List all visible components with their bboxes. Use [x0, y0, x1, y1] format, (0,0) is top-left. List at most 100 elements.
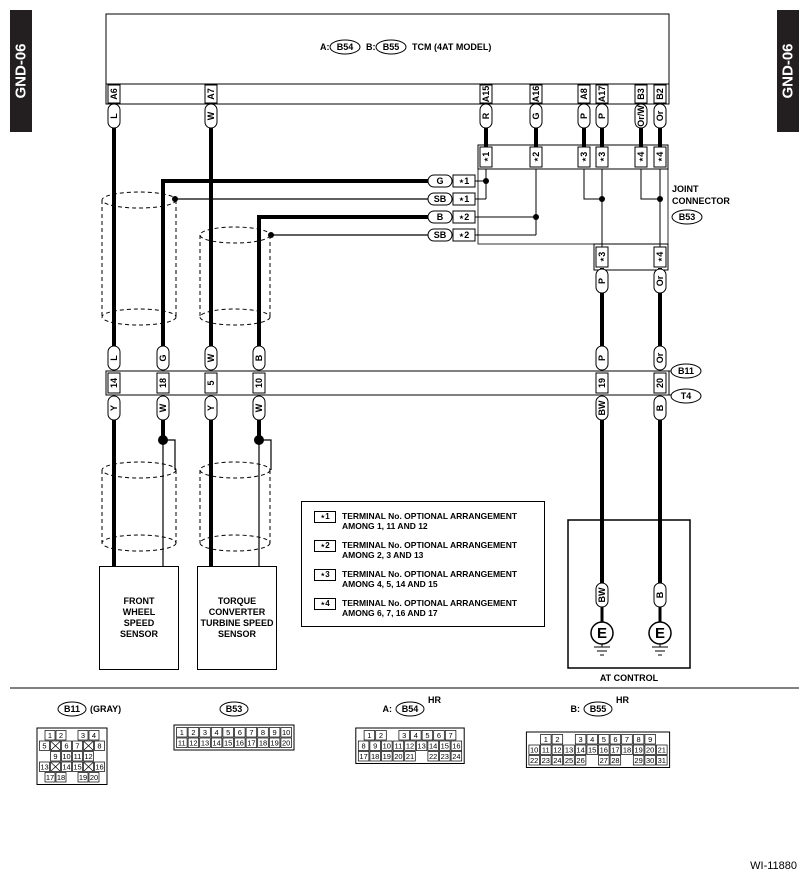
connector-pin-number: 12	[406, 742, 414, 751]
connector-cell	[551, 734, 564, 745]
connector-pin-number: 28	[611, 756, 619, 765]
connector-cell	[551, 744, 564, 755]
connector-cell	[439, 740, 451, 751]
connector-pin-number: 18	[623, 746, 631, 755]
splice-dots	[158, 178, 663, 445]
connector-cell	[61, 740, 72, 751]
tcm-wire-color: L	[109, 113, 119, 119]
connector-pin-number: 17	[359, 752, 367, 761]
tcm-wire-color-outline	[204, 103, 218, 129]
joint-conn-name: B53	[679, 212, 696, 222]
note-line: AMONG 4, 5, 14 AND 15	[342, 579, 438, 589]
joint-left-mark-frame	[452, 174, 476, 188]
inline-pin-number-frame	[107, 372, 121, 394]
connector-cell	[427, 740, 439, 751]
joint-left-color: G	[436, 176, 443, 186]
connector-pin-number: 9	[373, 742, 377, 751]
connector-pin-number: 15	[588, 746, 596, 755]
connector-pin-number: 23	[441, 752, 449, 761]
connector-cell	[234, 727, 246, 738]
connector-cell	[72, 751, 83, 762]
at-wire-color: BW	[597, 587, 607, 602]
note-mark: ⋆3	[314, 569, 336, 581]
connector-pin-number: 1	[544, 735, 548, 744]
page-tab-right: GND-06	[777, 10, 799, 132]
connector-pin-number: 5	[42, 742, 46, 751]
inline-lower-color: W	[158, 403, 168, 412]
connector-cell	[644, 734, 656, 745]
connector-cell	[222, 727, 234, 738]
joint-title-1: JOINT	[672, 184, 699, 194]
connector-pin-number: 9	[648, 735, 652, 744]
tcm-wire-color-outline	[595, 103, 609, 129]
connector-pin-number: 16	[95, 763, 103, 772]
tcm-wire-color: P	[579, 113, 589, 119]
connector-view-name: B11	[64, 704, 80, 714]
page-tab-left: GND-06	[10, 10, 32, 132]
connector-pin-number: 31	[658, 756, 666, 765]
connector-pin-number: 8	[261, 728, 265, 737]
connector-cell	[644, 755, 656, 766]
tcm-pin-label-frame	[634, 84, 648, 104]
inline-lower-color-outline	[107, 395, 121, 421]
joint-left-color-outline	[427, 210, 453, 224]
tcm-wire-color: R	[481, 112, 491, 119]
connector-pin-number: 12	[553, 746, 561, 755]
connector-cell	[257, 727, 269, 738]
connector-cell	[598, 734, 610, 745]
connector-cell	[586, 744, 598, 755]
connector-pin-number: 24	[452, 752, 460, 761]
connector-pin-number: 18	[259, 739, 267, 748]
joint-left-mark: ⋆2	[459, 212, 470, 222]
joint-bottom-color-outline	[653, 268, 667, 294]
connector-pin-number: 24	[553, 756, 561, 765]
connector-pin-number: 17	[46, 773, 54, 782]
inline-lower-color: Y	[109, 405, 119, 411]
connector-cell	[357, 751, 370, 762]
connector-pin-number: 4	[414, 731, 418, 740]
front-sensor-label: FRONT WHEEL SPEED SENSOR	[119, 596, 158, 639]
tcm-pin-label: A16	[531, 86, 541, 103]
tcm-title: A: B54 B: B55 TCM (4AT MODEL)	[320, 39, 491, 55]
connector-cell	[551, 755, 564, 766]
inline-lower-color-outline	[595, 395, 609, 421]
connector-cell	[528, 755, 540, 766]
connector-cell	[257, 737, 269, 748]
inline-upper-color-outline	[107, 345, 121, 371]
connector-cell	[427, 751, 439, 762]
joint-left-color: SB	[434, 194, 447, 204]
connector-cell	[61, 751, 72, 762]
at-control-box	[567, 519, 691, 669]
figure-id: WI-11880	[750, 860, 797, 872]
connector-cell	[245, 737, 258, 748]
connector-cell	[39, 761, 50, 772]
connector-cell	[415, 740, 428, 751]
inline-pin-number: 20	[655, 378, 665, 388]
inline-upper-color: L	[109, 355, 119, 361]
note-line: AMONG 1, 11 AND 12	[342, 521, 428, 531]
note-mark: ⋆2	[314, 540, 336, 552]
connector-pin-number: 23	[542, 756, 550, 765]
joint-left-mark-frame	[452, 210, 476, 224]
connector-pin-number: 1	[48, 731, 52, 740]
connector-cell	[369, 751, 381, 762]
connector-pin-number: 14	[576, 746, 584, 755]
connector-pin-number: 12	[84, 752, 92, 761]
at-control-label: AT CONTROL	[600, 673, 659, 683]
joint-bottom-color: P	[597, 278, 607, 284]
tcm-conn-a: B54	[337, 42, 354, 52]
turbine-sensor-label: TORQUE CONVERTER TURBINE SPEED SENSOR	[200, 596, 274, 639]
connector-pin-number: 20	[282, 739, 290, 748]
connector-pin-number: 8	[362, 742, 366, 751]
tcm-pin-label-frame	[595, 84, 609, 104]
connector-pin-number: 6	[613, 735, 617, 744]
connector-cell	[369, 740, 381, 751]
tcm-wire-color-outline	[653, 103, 667, 129]
connector-cell	[574, 755, 587, 766]
connector-cell	[72, 761, 83, 772]
joint-top-mark-frame	[634, 146, 648, 168]
inline-upper-color: Or	[655, 352, 665, 363]
connector-pin-number: 10	[282, 728, 290, 737]
